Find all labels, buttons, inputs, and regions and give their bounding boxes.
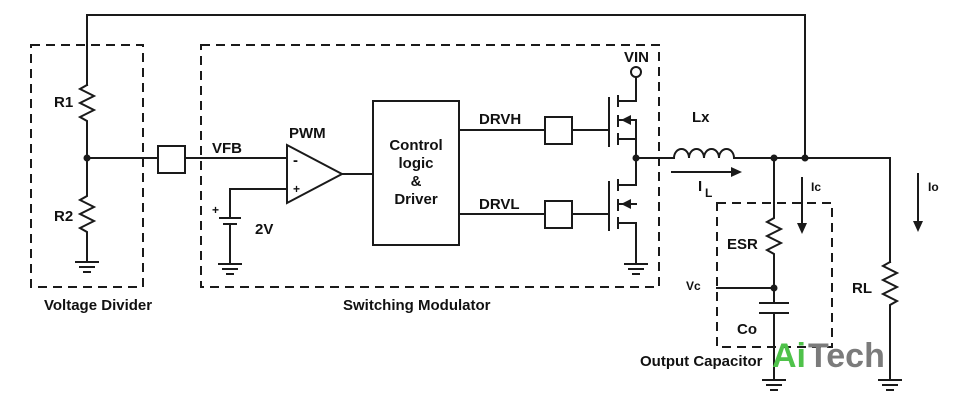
voltage-divider-box: [30, 44, 144, 288]
vc-label: Vc: [686, 279, 701, 293]
output-wire: [733, 157, 891, 263]
pwm-minus-sign: -: [293, 152, 298, 169]
cap-current-label: Ic: [811, 180, 821, 194]
control-label-line4: Driver: [394, 191, 438, 208]
pwm-plus-sign: +: [293, 182, 300, 196]
ground-symbol: [75, 261, 99, 273]
low-side-mosfet: [608, 157, 637, 263]
r1-resistor: [77, 83, 97, 159]
feedback-wire: [86, 14, 806, 159]
esr-resistor: [764, 157, 784, 289]
drvl-buffer-box: [544, 200, 573, 229]
load-current-label: Io: [928, 180, 939, 194]
control-label-line1: Control: [389, 137, 442, 154]
drvh-buffer-box: [544, 116, 573, 145]
switching-modulator-box: [200, 44, 660, 288]
vfb-buffer-box: [157, 145, 186, 174]
inductor-current-label: I: [698, 178, 702, 195]
co-label: Co: [737, 321, 757, 338]
drvh-label: DRVH: [479, 111, 521, 128]
pwm-label: PWM: [289, 125, 326, 142]
vin-label: VIN: [624, 49, 649, 66]
control-label-line3: &: [411, 173, 422, 190]
control-logic-block: [372, 100, 460, 246]
svg-text:Tech: Tech: [808, 337, 885, 375]
aitech-logo: Ai Tech: [772, 337, 885, 375]
output-capacitor-label: Output Capacitor: [640, 353, 763, 370]
ground-symbol: [218, 263, 242, 275]
feedback-node: [801, 154, 809, 162]
r2-resistor: [77, 157, 97, 259]
ref-voltage-label: 2V: [255, 221, 273, 238]
ground-symbol: [762, 379, 786, 391]
load-resistor: [880, 260, 900, 379]
r1-label: R1: [54, 94, 73, 111]
battery-plus-sign: +: [212, 203, 219, 217]
voltage-divider-label: Voltage Divider: [44, 297, 152, 314]
ground-symbol: [624, 263, 648, 275]
inductor-label: Lx: [692, 109, 710, 126]
ref-wire: [229, 188, 288, 219]
vfb-label: VFB: [212, 140, 242, 157]
vin-terminal: [630, 66, 642, 78]
control-label-line2: logic: [398, 155, 433, 172]
pwm-comparator: [286, 143, 345, 205]
high-side-mosfet: [608, 76, 637, 159]
inductor: [672, 148, 736, 160]
switching-modulator-label: Switching Modulator: [343, 297, 491, 314]
esr-label: ESR: [727, 236, 758, 253]
svg-text:Ai: Ai: [772, 337, 806, 375]
rl-label: RL: [852, 280, 872, 297]
r2-label: R2: [54, 208, 73, 225]
inductor-current-subscript: L: [705, 186, 712, 200]
ground-symbol: [878, 379, 902, 391]
drvl-label: DRVL: [479, 196, 520, 213]
